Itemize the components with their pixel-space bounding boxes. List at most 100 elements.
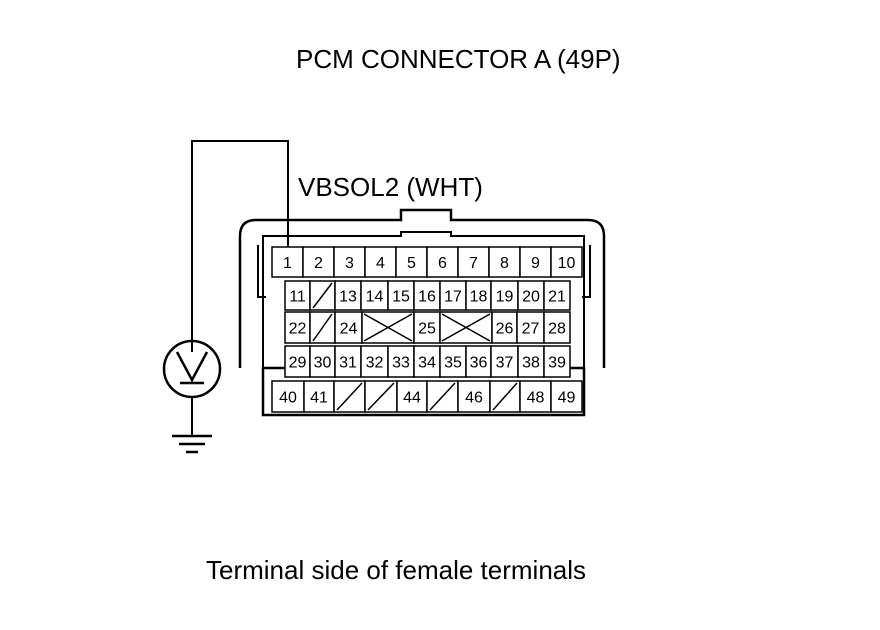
terminal-3: 3 xyxy=(333,246,366,278)
terminal-number: 7 xyxy=(469,255,478,272)
ground-icon xyxy=(172,397,212,454)
terminal-cell xyxy=(271,380,305,413)
terminal-29: 29 xyxy=(284,345,311,378)
terminal-number: 19 xyxy=(496,289,514,306)
terminal-cell xyxy=(395,246,428,278)
blank-cross xyxy=(363,313,413,342)
terminal-number: 32 xyxy=(366,355,384,372)
terminal-21: 21 xyxy=(543,280,571,311)
terminal-1: 1 xyxy=(271,246,304,278)
terminal-number: 31 xyxy=(339,355,357,372)
terminal-cell xyxy=(543,280,571,311)
terminal-cell xyxy=(543,345,571,378)
blank-slash xyxy=(492,382,518,411)
terminal-number: 6 xyxy=(438,255,447,272)
terminal-8: 8 xyxy=(488,246,521,278)
blank-slash xyxy=(312,313,333,342)
terminal-48: 48 xyxy=(519,380,552,413)
terminal-cell xyxy=(334,280,362,311)
terminal-cell xyxy=(413,345,441,378)
terminal-number: 29 xyxy=(289,355,307,372)
terminal-40: 40 xyxy=(271,380,305,413)
terminal-5: 5 xyxy=(395,246,428,278)
terminal-30: 30 xyxy=(309,345,336,378)
terminal-cell xyxy=(396,380,428,413)
terminal-number: 39 xyxy=(548,355,566,372)
terminal-22: 22 xyxy=(284,311,311,344)
terminal-number: 8 xyxy=(500,255,509,272)
terminal-25: 25 xyxy=(413,311,441,344)
terminal-cell xyxy=(488,246,521,278)
terminal-number: 13 xyxy=(339,289,357,306)
terminal-13: 13 xyxy=(334,280,362,311)
blank-slash xyxy=(312,282,333,309)
terminal-number: 17 xyxy=(444,289,462,306)
terminal-number: 25 xyxy=(418,321,436,338)
blank-slash xyxy=(336,382,363,411)
terminal-10: 10 xyxy=(550,246,583,278)
terminal-cell xyxy=(426,246,459,278)
terminal-cell xyxy=(550,246,583,278)
terminal-cell xyxy=(490,345,519,378)
terminal-number: 16 xyxy=(418,289,436,306)
terminal-9: 9 xyxy=(519,246,552,278)
terminal-11: 11 xyxy=(284,280,311,311)
terminal-cell xyxy=(517,345,545,378)
terminal-cell xyxy=(387,345,415,378)
terminal-cell xyxy=(309,345,336,378)
terminal-cell xyxy=(491,311,518,344)
terminal-26: 26 xyxy=(491,311,518,344)
terminal-number: 18 xyxy=(470,289,488,306)
terminal-number: 24 xyxy=(340,321,358,338)
terminal-blank xyxy=(309,311,336,344)
terminal-blank xyxy=(489,380,521,413)
terminal-cell xyxy=(271,246,304,278)
terminal-34: 34 xyxy=(413,345,441,378)
diagram-caption: Terminal side of female terminals xyxy=(206,555,587,585)
terminal-number: 27 xyxy=(522,321,540,338)
terminal-19: 19 xyxy=(490,280,519,311)
terminal-number: 22 xyxy=(289,321,307,338)
terminal-cell xyxy=(413,311,441,344)
terminal-blank xyxy=(426,380,459,413)
terminal-44: 44 xyxy=(396,380,428,413)
terminal-number: 10 xyxy=(558,255,576,272)
terminal-15: 15 xyxy=(387,280,415,311)
terminal-cell xyxy=(465,280,492,311)
terminal-41: 41 xyxy=(303,380,335,413)
terminal-number: 5 xyxy=(407,255,416,272)
terminal-cell xyxy=(457,380,491,413)
terminal-number: 28 xyxy=(548,321,566,338)
terminal-number: 49 xyxy=(558,390,576,407)
terminal-number: 11 xyxy=(289,289,306,306)
terminal-37: 37 xyxy=(490,345,519,378)
terminal-number: 33 xyxy=(392,355,410,372)
terminal-blank xyxy=(333,380,366,413)
terminal-number: 35 xyxy=(444,355,462,372)
terminal-4: 4 xyxy=(364,246,397,278)
terminal-cell xyxy=(334,311,363,344)
terminal-blank xyxy=(439,311,493,344)
blank-slash xyxy=(429,382,456,411)
terminal-cell xyxy=(439,280,467,311)
terminal-24: 24 xyxy=(334,311,363,344)
diagram-title: PCM CONNECTOR A (49P) xyxy=(296,44,621,74)
terminal-38: 38 xyxy=(517,345,545,378)
terminal-46: 46 xyxy=(457,380,491,413)
terminal-number: 9 xyxy=(531,255,540,272)
blank-cross xyxy=(441,313,491,342)
terminal-number: 15 xyxy=(392,289,410,306)
terminal-number: 34 xyxy=(418,355,436,372)
terminal-number: 26 xyxy=(496,321,514,338)
terminal-7: 7 xyxy=(457,246,490,278)
wire-label: VBSOL2 (WHT) xyxy=(298,172,483,202)
terminal-cell xyxy=(457,246,490,278)
terminal-cell xyxy=(360,345,389,378)
terminal-number: 30 xyxy=(314,355,332,372)
terminal-39: 39 xyxy=(543,345,571,378)
terminal-20: 20 xyxy=(517,280,545,311)
terminal-number: 21 xyxy=(548,289,566,306)
terminal-cell xyxy=(413,280,441,311)
terminal-cell xyxy=(439,345,467,378)
